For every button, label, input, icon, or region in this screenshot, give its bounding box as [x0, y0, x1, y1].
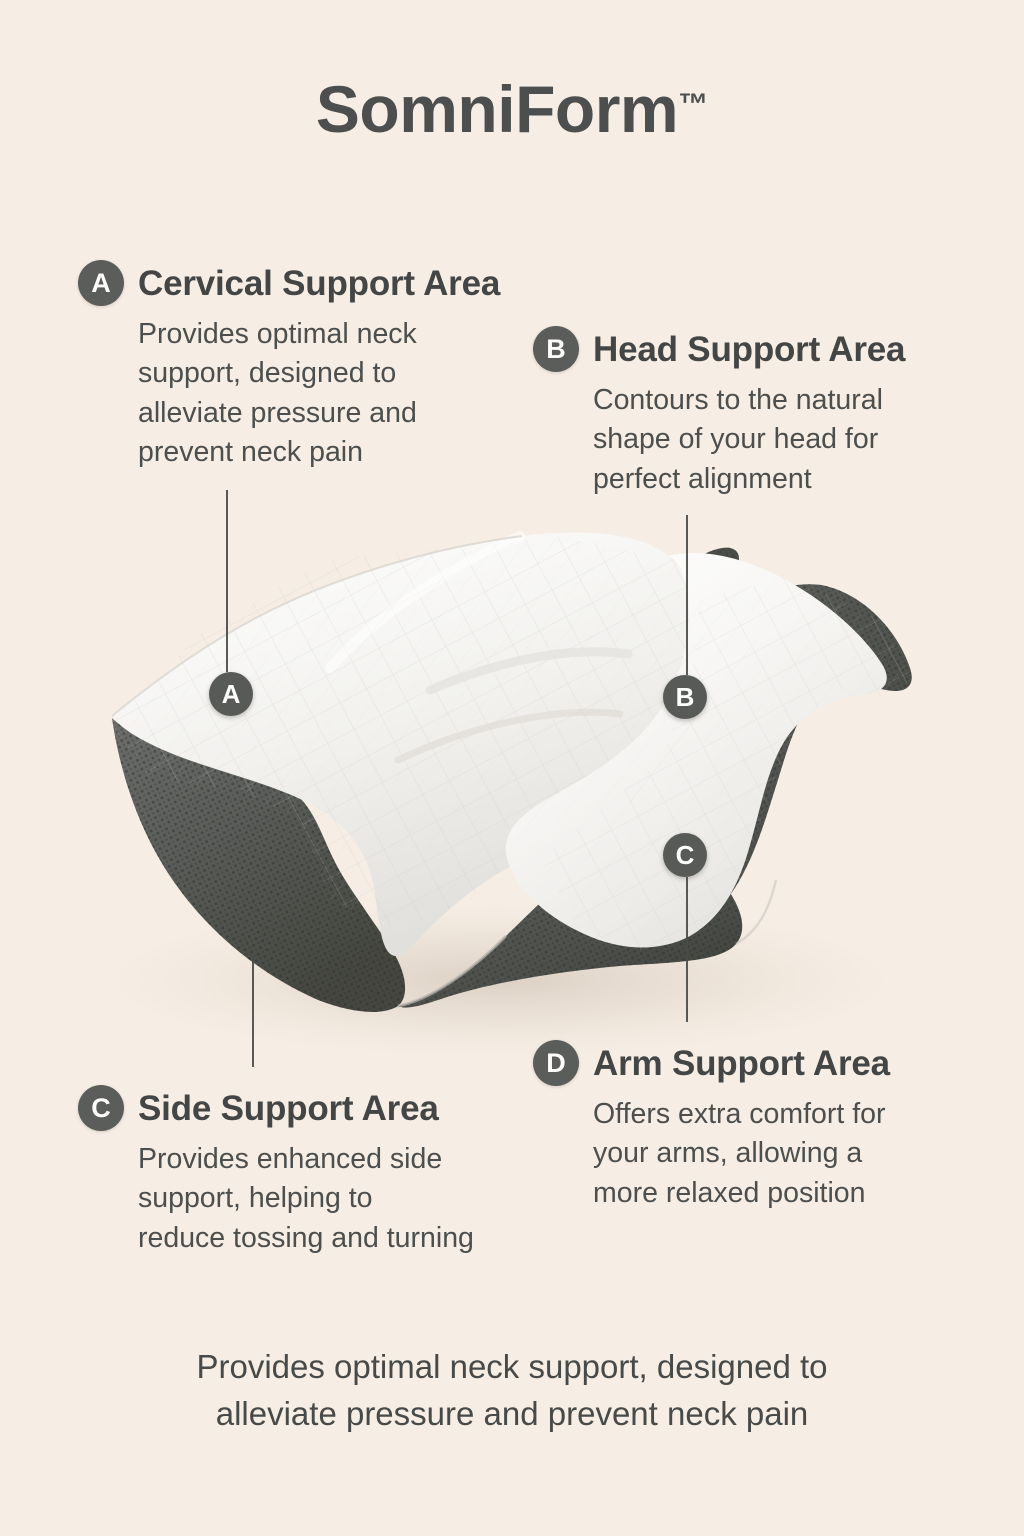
- pillow-notch-mesh: [651, 547, 740, 626]
- product-name: SomniForm: [315, 72, 679, 146]
- callout-d-title: Arm Support Area: [593, 1043, 890, 1083]
- callout-a-badge: A: [78, 260, 124, 306]
- callout-c-header: C Side Support Area: [78, 1085, 518, 1131]
- callout-c-badge: C: [78, 1085, 124, 1131]
- callout-d-body: Offers extra comfort for your arms, allo…: [593, 1098, 886, 1209]
- footer-caption: Provides optimal neck support, designed …: [196, 1348, 828, 1432]
- callout-cervical-support: A Cervical Support Area Provides optimal…: [78, 260, 508, 472]
- page-title: SomniForm™: [0, 76, 1024, 142]
- callout-b-header: B Head Support Area: [533, 326, 953, 372]
- callout-side-support: C Side Support Area Provides enhanced si…: [78, 1085, 518, 1258]
- pin-marker-b[interactable]: B: [663, 675, 707, 719]
- pillow-side-mesh-right: [697, 584, 912, 916]
- pin-marker-c[interactable]: C: [663, 833, 707, 877]
- callout-d-header: D Arm Support Area: [533, 1040, 953, 1086]
- callout-a-body: Provides optimal neck support, designed …: [138, 318, 417, 468]
- callout-b-badge: B: [533, 326, 579, 372]
- callout-c-body: Provides enhanced side support, helping …: [138, 1143, 474, 1254]
- callout-head-support: B Head Support Area Contours to the natu…: [533, 326, 953, 499]
- callout-d-badge: D: [533, 1040, 579, 1086]
- pillow-top-right: [505, 553, 887, 948]
- callout-c-title: Side Support Area: [138, 1088, 439, 1128]
- pillow-side-mesh-left: [112, 718, 406, 1012]
- callout-b-body: Contours to the natural shape of your he…: [593, 384, 883, 495]
- trademark-symbol: ™: [678, 88, 709, 121]
- callout-b-title: Head Support Area: [593, 329, 906, 369]
- leader-line-d: [686, 877, 688, 1022]
- callout-arm-support: D Arm Support Area Offers extra comfort …: [533, 1040, 953, 1213]
- leader-line-a: [226, 490, 228, 672]
- leader-line-c: [252, 955, 254, 1067]
- callout-a-header: A Cervical Support Area: [78, 260, 508, 306]
- pin-marker-a[interactable]: A: [209, 672, 253, 716]
- pillow-top-left: [112, 532, 699, 956]
- leader-line-b: [686, 515, 688, 675]
- callout-a-title: Cervical Support Area: [138, 263, 501, 303]
